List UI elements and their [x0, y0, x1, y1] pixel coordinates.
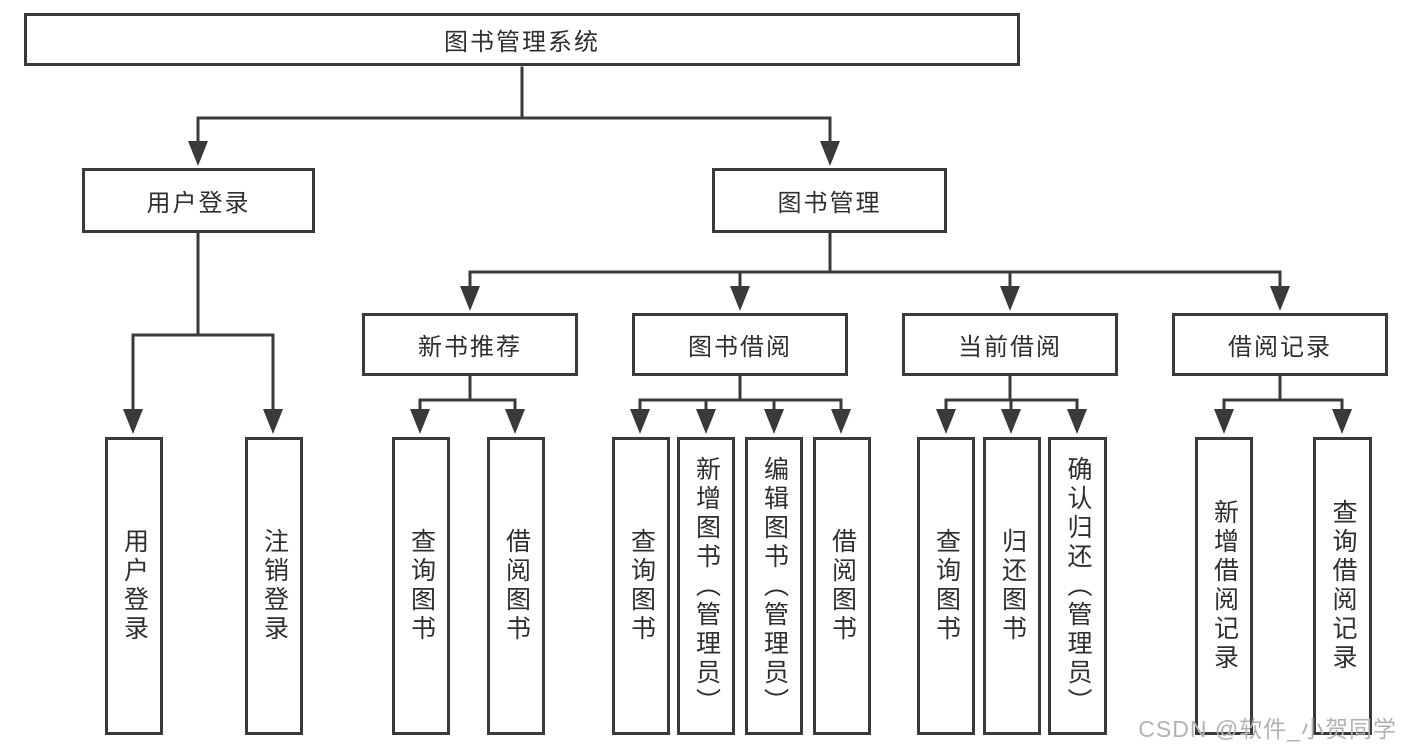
node-new-books-label: 新书推荐	[418, 334, 522, 361]
leaf-return-books: 归还图书	[983, 437, 1041, 735]
node-borrowing-records: 借阅记录	[1172, 313, 1388, 376]
arrow-to-leaf-logout	[263, 409, 283, 434]
arrow-to-node-user-login	[188, 141, 208, 166]
leaf-query-books-1: 查询图书	[392, 437, 450, 735]
arrow-to-leaf-query-borrow-record	[1332, 409, 1352, 434]
leaf-return-books-label: 归还图书	[998, 528, 1027, 644]
arrow-to-leaf-edit-books	[764, 409, 784, 434]
node-user-login-label: 用户登录	[146, 190, 251, 217]
leaf-user-login: 用户登录	[105, 437, 163, 735]
node-current-borrowing-label: 当前借阅	[958, 334, 1062, 361]
arrow-to-leaf-add-borrow-record	[1214, 409, 1234, 434]
arrow-to-node-book-borrowing	[730, 286, 750, 311]
node-new-books: 新书推荐	[362, 313, 578, 376]
leaf-borrow-books-1: 借阅图书	[487, 437, 545, 735]
arrow-to-leaf-confirm-return	[1067, 409, 1087, 434]
node-book-management-label: 图书管理	[777, 190, 882, 217]
leaf-query-books-1-label: 查询图书	[407, 528, 436, 644]
leaf-logout: 注销登录	[245, 437, 303, 735]
arrow-to-leaf-query-books-1	[410, 409, 430, 434]
leaf-borrow-books-1-label: 借阅图书	[502, 528, 531, 644]
leaf-query-books-2-label: 查询图书	[627, 528, 656, 644]
leaf-query-books-2: 查询图书	[612, 437, 670, 735]
leaf-query-books-3: 查询图书	[917, 437, 975, 735]
arrow-to-leaf-borrow-books-2	[831, 409, 851, 434]
arrow-to-leaf-return-books	[1001, 409, 1021, 434]
leaf-borrow-books-2: 借阅图书	[813, 437, 871, 735]
arrow-to-leaf-query-books-3	[936, 409, 956, 434]
node-borrowing-records-label: 借阅记录	[1228, 334, 1332, 361]
leaf-query-books-3-label: 查询图书	[932, 528, 961, 644]
node-library-system-label: 图书管理系统	[444, 29, 600, 56]
node-book-borrowing-label: 图书借阅	[688, 334, 792, 361]
leaf-add-borrow-record: 新增借阅记录	[1195, 437, 1253, 735]
arrow-to-leaf-user-login	[123, 409, 143, 434]
arrow-to-node-new-books	[460, 286, 480, 311]
node-library-system: 图书管理系统	[24, 13, 1020, 66]
leaf-add-books: 新增图书（管理员）	[677, 437, 735, 735]
leaf-add-books-label: 新增图书（管理员）	[692, 455, 721, 717]
leaf-query-borrow-record: 查询借阅记录	[1313, 437, 1372, 735]
leaf-confirm-return-label: 确认归还（管理员）	[1064, 455, 1092, 717]
leaf-add-borrow-record-label: 新增借阅记录	[1210, 499, 1239, 673]
arrow-to-leaf-query-books-2	[630, 409, 650, 434]
leaf-edit-books-label: 编辑图书（管理员）	[760, 455, 789, 717]
arrow-to-node-book-management	[820, 141, 840, 166]
node-book-management: 图书管理	[712, 168, 947, 233]
leaf-user-login-label: 用户登录	[120, 528, 149, 644]
leaf-edit-books: 编辑图书（管理员）	[745, 437, 803, 735]
arrow-to-node-borrowing-records	[1270, 286, 1290, 311]
leaf-logout-label: 注销登录	[260, 528, 289, 644]
arrow-to-node-current-borrowing	[1000, 286, 1020, 311]
node-current-borrowing: 当前借阅	[902, 313, 1118, 376]
arrow-to-leaf-add-books	[696, 409, 716, 434]
leaf-confirm-return: 确认归还（管理员）	[1048, 437, 1107, 735]
leaf-borrow-books-2-label: 借阅图书	[828, 528, 857, 644]
node-book-borrowing: 图书借阅	[632, 313, 848, 376]
node-user-login: 用户登录	[82, 168, 315, 233]
csdn-watermark: CSDN @软件_小贺同学	[1138, 716, 1397, 742]
arrow-to-leaf-borrow-books-1	[505, 409, 525, 434]
leaf-query-borrow-record-label: 查询借阅记录	[1329, 499, 1357, 673]
